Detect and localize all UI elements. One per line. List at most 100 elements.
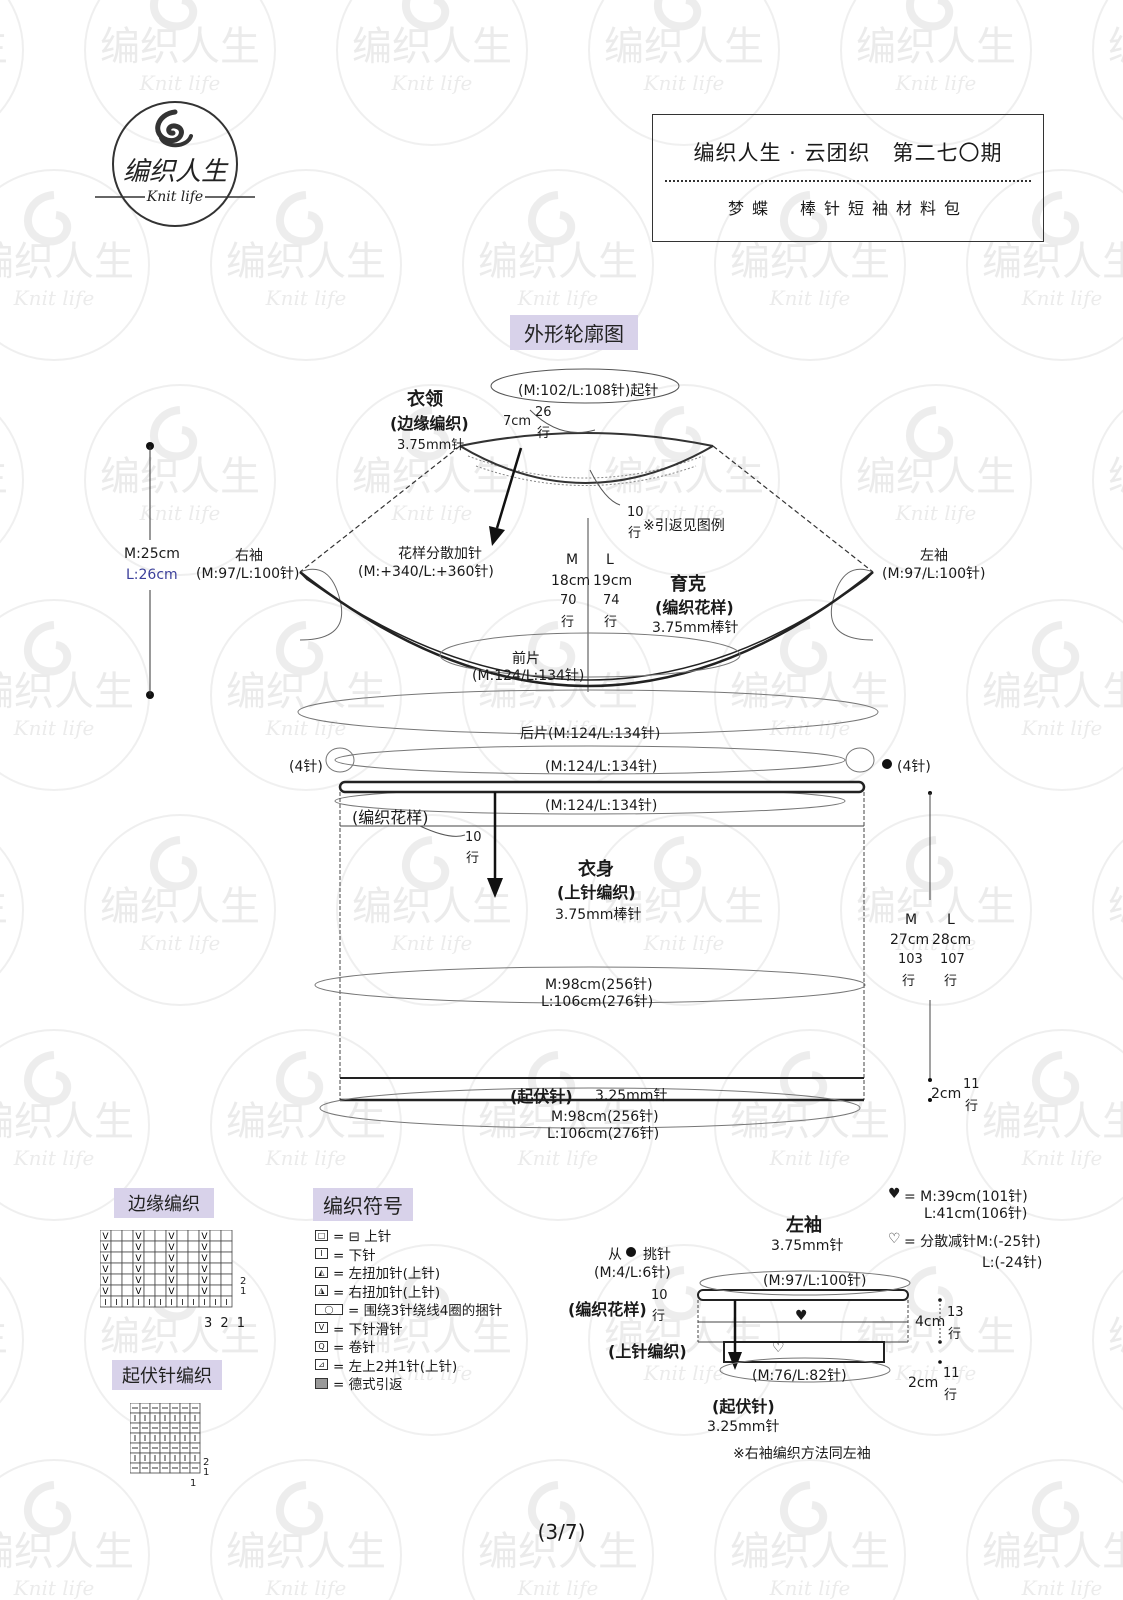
svg-text:V: V bbox=[201, 1265, 208, 1275]
legend-item-label: = 德式引返 bbox=[333, 1377, 403, 1394]
body-length-l: 28cm bbox=[932, 932, 972, 948]
edge-chart-title: 边缘编织 bbox=[114, 1188, 214, 1218]
legend-item: ◭ = 左扭加针(上针) bbox=[315, 1263, 502, 1282]
heart-solid-icon: ♥ bbox=[888, 1186, 901, 1202]
svg-text:V: V bbox=[135, 1287, 142, 1297]
svg-text:V: V bbox=[168, 1287, 175, 1297]
body-top-sts: (M:124/L:134针) bbox=[545, 759, 658, 775]
sleeve-pickup-sts: (M:4/L:6针) bbox=[594, 1265, 671, 1281]
garter-chart-title: 起伏针编织 bbox=[112, 1360, 222, 1390]
svg-text:I: I bbox=[181, 1298, 183, 1307]
collar-short-rows-unit: 行 bbox=[628, 526, 642, 541]
svg-text:V: V bbox=[201, 1232, 208, 1242]
svg-text:V: V bbox=[168, 1232, 175, 1242]
section-title: 外形轮廓图 bbox=[510, 315, 638, 350]
body-top-sts-inner: (M:124/L:134针) bbox=[545, 798, 658, 814]
body-hem-rows: 11 bbox=[963, 1077, 980, 1092]
sleeve-depth-rows-unit: 行 bbox=[948, 1327, 962, 1342]
short-rows-note: ※引返见图例 bbox=[643, 518, 725, 534]
body-length-m: 27cm bbox=[890, 932, 930, 948]
collar-pattern: (边缘编织) bbox=[390, 414, 469, 433]
svg-text:V: V bbox=[201, 1276, 208, 1286]
edge-chart-col-numbers: 3 2 1 bbox=[204, 1316, 248, 1331]
pickup-dot-icon bbox=[626, 1247, 636, 1257]
garter-chart-col-1: 1 bbox=[190, 1478, 197, 1489]
yoke-size-l: L bbox=[606, 552, 614, 568]
svg-text:V: V bbox=[168, 1243, 175, 1253]
sleeve-top-sts: (M:97/L:100针) bbox=[763, 1273, 867, 1289]
sleeve-title: 左袖 bbox=[786, 1215, 822, 1236]
legend-item-label: = ⊟ 上针 bbox=[333, 1229, 392, 1246]
edge-chart-row-1: 1 bbox=[240, 1286, 247, 1297]
yoke-title: 育克 bbox=[670, 574, 706, 595]
collar-rows-unit: 行 bbox=[537, 426, 551, 441]
stitch-symbol-icon bbox=[315, 1377, 328, 1389]
yoke-cast-on-label: (M:102/L:108针)起针 bbox=[518, 383, 659, 399]
svg-text:I: I bbox=[104, 1298, 106, 1307]
stitch-symbol-icon: ◭ bbox=[315, 1266, 328, 1278]
sleeve-needle: 3.75mm针 bbox=[771, 1238, 844, 1254]
body-pattern-label: (编织花样) bbox=[352, 808, 429, 827]
legend-item: □= ⊟ 上针 bbox=[315, 1226, 502, 1245]
garter-chart-row-1: 1 bbox=[203, 1467, 210, 1478]
legend-item-label: = 下针 bbox=[333, 1247, 376, 1264]
stitch-symbol-icon: ⊿ bbox=[315, 1359, 328, 1371]
yoke-increase-note: 花样分散加针 bbox=[398, 546, 482, 562]
stitch-symbol-icon: V bbox=[315, 1322, 328, 1334]
body-hem-rows-unit: 行 bbox=[965, 1099, 979, 1114]
body-left-sts: (4针) bbox=[289, 759, 323, 775]
yoke-rows-l-unit: 行 bbox=[604, 615, 618, 630]
svg-text:V: V bbox=[201, 1243, 208, 1253]
sleeve-depth-cm: 4cm bbox=[915, 1314, 946, 1330]
heart-solid-l: L:41cm(106针) bbox=[924, 1206, 1028, 1222]
sleeve-depth-rows: 13 bbox=[947, 1305, 964, 1320]
page-number: (3/7) bbox=[537, 1520, 586, 1544]
legend-item-label: = 左扭加针(上针) bbox=[333, 1266, 441, 1283]
stitch-symbol-icon: ◯ bbox=[315, 1303, 343, 1315]
svg-text:I: I bbox=[225, 1298, 227, 1307]
svg-text:V: V bbox=[201, 1287, 208, 1297]
svg-text:V: V bbox=[135, 1276, 142, 1286]
legend-title: 编织符号 bbox=[313, 1188, 413, 1221]
yoke-height-m: M:25cm bbox=[124, 546, 180, 562]
brand-logo: 编织人生 Knit life bbox=[95, 100, 255, 235]
sleeve-hem-needle: 3.25mm针 bbox=[707, 1419, 780, 1435]
sleeve-bottom-sts: (M:76/L:82针) bbox=[752, 1368, 847, 1384]
logo-text-cn: 编织人生 bbox=[123, 157, 229, 187]
body-size-m: M bbox=[905, 912, 918, 928]
legend-item-label: = 卷针 bbox=[333, 1340, 376, 1357]
yoke-size-m: M bbox=[566, 552, 579, 568]
svg-text:I: I bbox=[214, 1298, 216, 1307]
legend-item: ⊿= 左上2并1针(上针) bbox=[315, 1356, 502, 1375]
sleeve-pickup-label: 挑针 bbox=[643, 1247, 671, 1263]
legend-item: ◯= 围绕3针绕线4圈的捆针 bbox=[315, 1300, 502, 1319]
sleeve-heart-solid-mark: ♥ bbox=[795, 1308, 808, 1324]
body-rows-l-unit: 行 bbox=[944, 974, 958, 989]
svg-text:V: V bbox=[135, 1232, 142, 1242]
sleeve-hem-rows: 11 bbox=[943, 1366, 960, 1381]
body-width-m: M:98cm(256针) bbox=[545, 977, 653, 993]
body-bottom-l: L:106cm(276针) bbox=[547, 1126, 660, 1142]
collar-needle: 3.75mm针 bbox=[397, 438, 465, 453]
svg-text:V: V bbox=[168, 1265, 175, 1275]
svg-text:I: I bbox=[115, 1298, 117, 1307]
svg-text:I: I bbox=[126, 1298, 128, 1307]
front-sts: (M:124/L:134针) bbox=[472, 668, 585, 684]
yoke-increase-count: (M:+340/L:+360针) bbox=[358, 564, 494, 580]
svg-text:I: I bbox=[203, 1298, 205, 1307]
legend-item-label: = 右扭加针(上针) bbox=[333, 1284, 441, 1301]
yoke-rows-l: 74 bbox=[603, 593, 620, 608]
sleeve-pickup-from: 从 bbox=[608, 1247, 622, 1263]
header-subtitle: 梦蝶 棒针短袖材料包 bbox=[727, 199, 968, 218]
yoke-rows-m-unit: 行 bbox=[561, 615, 575, 630]
svg-text:V: V bbox=[102, 1276, 109, 1286]
body-rows-m-unit: 行 bbox=[902, 974, 916, 989]
heart-open-m: = 分散减针M:(-25针) bbox=[904, 1234, 1041, 1250]
yoke-needle: 3.75mm棒针 bbox=[652, 620, 739, 636]
svg-text:V: V bbox=[102, 1254, 109, 1264]
body-title: 衣身 bbox=[578, 859, 614, 880]
sleeve-heart-open-mark: ♡ bbox=[772, 1340, 785, 1356]
legend-item: I= 下针 bbox=[315, 1245, 502, 1264]
